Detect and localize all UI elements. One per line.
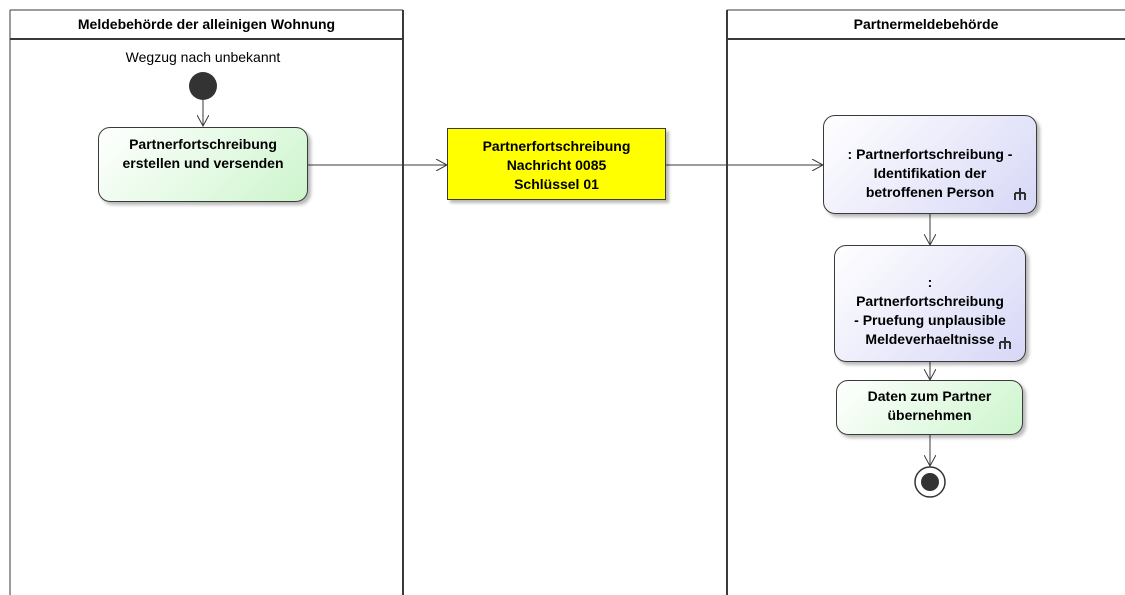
action-identification-label: : Partnerfortschreibung - Identifikation… <box>847 146 1013 200</box>
action-adopt[interactable]: Daten zum Partner übernehmen <box>836 380 1023 435</box>
action-check[interactable]: : Partnerfortschreibung - Pruefung unpla… <box>834 245 1026 362</box>
action-create-send[interactable]: Partnerfortschreibung erstellen und vers… <box>98 127 308 202</box>
initial-node <box>189 72 217 100</box>
lane-title-left: Meldebehörde der alleinigen Wohnung <box>77 16 336 32</box>
final-node <box>914 466 946 498</box>
rake-icon <box>1014 188 1026 200</box>
start-label: Wegzug nach unbekannt <box>125 49 281 65</box>
swimlane-left-frame <box>9 9 404 595</box>
swimlane-right-frame <box>726 9 1125 595</box>
object-node-message[interactable]: Partnerfortschreibung Nachricht 0085 Sch… <box>447 128 666 200</box>
rake-icon <box>999 337 1011 349</box>
action-check-label: : Partnerfortschreibung - Pruefung unpla… <box>854 274 1006 347</box>
action-identification[interactable]: : Partnerfortschreibung - Identifikation… <box>823 115 1037 214</box>
lane-title-right: Partnermeldebehörde <box>853 16 999 32</box>
